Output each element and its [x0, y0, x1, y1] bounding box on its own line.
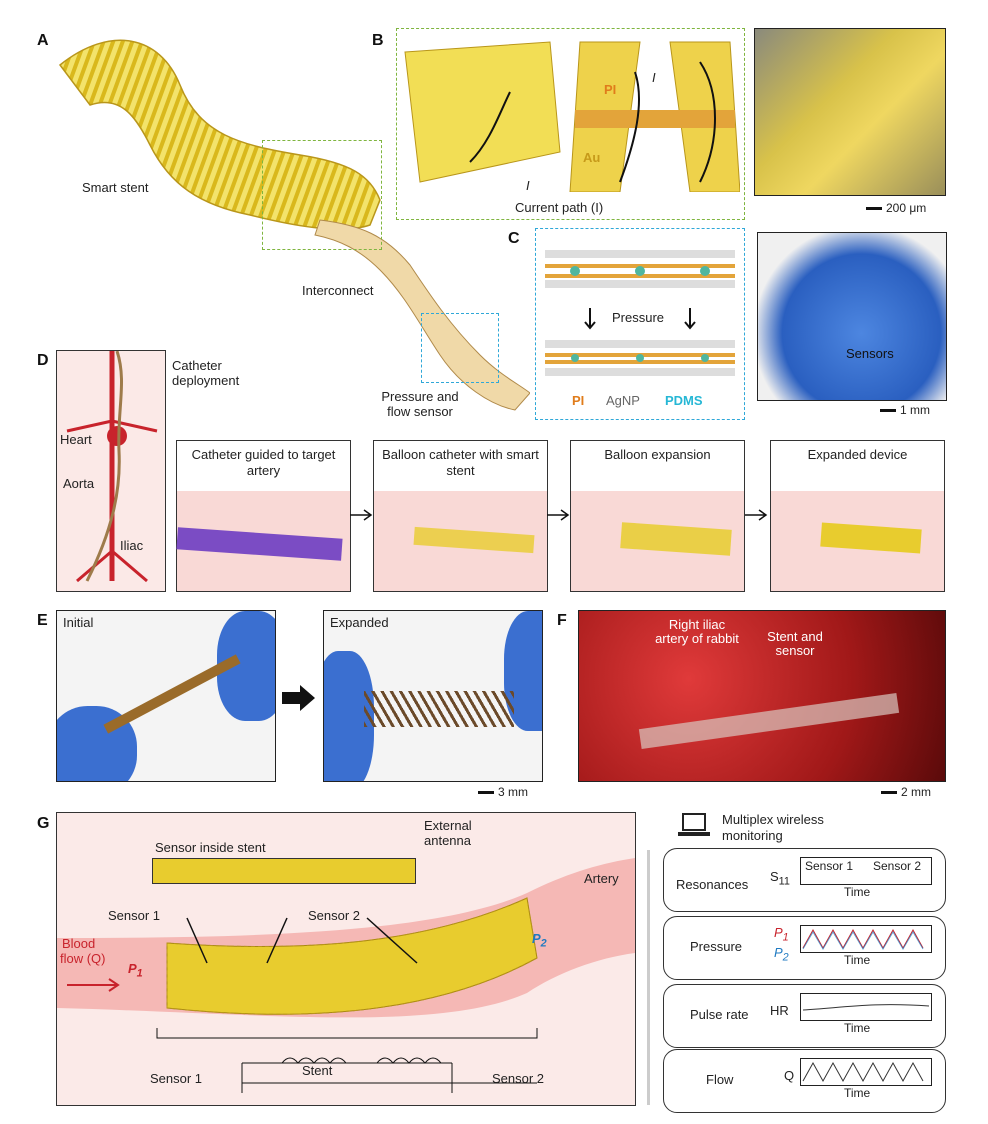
expanded-stent-photo: Expanded [323, 610, 543, 782]
sensor-1-label: Sensor 1 [108, 908, 161, 923]
panel-label-c: C [508, 230, 520, 247]
monitor-connector [647, 850, 650, 1105]
panel-label-e: E [37, 612, 48, 629]
laptop-icon [678, 813, 710, 836]
scale-bar-b: 200 μm [866, 201, 926, 215]
scale-bar-e: 3 mm [478, 785, 528, 799]
stent-sensor-label: Stent and sensor [767, 629, 823, 658]
iliac-label: Iliac [120, 538, 144, 553]
heart-label: Heart [60, 432, 92, 447]
sensor-label: Pressure and flow sensor [381, 389, 459, 419]
step-catheter-guided: Catheter guided to target artery [176, 440, 351, 592]
initial-stent-photo: Initial [56, 610, 276, 782]
panel-label-f: F [557, 612, 567, 629]
flow-monitor: Flow Q Time [663, 1049, 946, 1113]
anatomy-diagram [56, 350, 166, 592]
panel-label-a: A [37, 32, 49, 49]
panel-label-g: G [37, 815, 50, 832]
zoom-box-sensor [421, 313, 499, 383]
zoom-box-a [262, 140, 382, 250]
aorta-label: Aorta [63, 476, 95, 491]
artery-g-label: Artery [584, 871, 619, 886]
scale-bar-c: 1 mm [880, 403, 930, 417]
sensors-on-finger-photo [757, 232, 947, 401]
blood-label: Blood [62, 936, 96, 951]
smart-stent-label: Smart stent [82, 180, 149, 195]
sensor-2-label: Sensor 2 [308, 908, 361, 923]
stent-micrograph [754, 28, 946, 196]
pressure-monitor: Pressure P1 P2 Time [663, 916, 946, 980]
panel-label-d: D [37, 352, 49, 369]
zoom-box-b [396, 28, 745, 220]
smart-stent-illustration [58, 39, 530, 411]
pulse-rate-monitor: Pulse rate HR Time [663, 984, 946, 1048]
p2-label: P2 [532, 931, 547, 950]
sensor-inside-stent-label: Sensor inside stent [155, 840, 266, 855]
pi-label: PI [604, 82, 617, 97]
rabbit-artery-photo [578, 610, 946, 782]
stent-circuit-label: Stent [302, 1063, 333, 1078]
pressure-label: Pressure [612, 310, 665, 325]
pdms-legend: PDMS [665, 393, 703, 408]
step-expanded-device: Expanded device [770, 440, 945, 592]
artery-label: Right iliac artery of rabbit [655, 617, 739, 646]
flow-q-label: flow (Q) [60, 951, 106, 966]
current-i-label-2: I [526, 178, 530, 193]
step-arrows [350, 509, 768, 521]
sensor-cross-section-box [535, 228, 745, 420]
step-balloon-catheter: Balloon catheter with smart stent [373, 440, 548, 592]
current-i-label: I [652, 70, 656, 85]
scale-bar-f: 2 mm [881, 785, 931, 799]
step-balloon-expansion: Balloon expansion [570, 440, 745, 592]
sensor-inside-stent-inset [152, 858, 416, 884]
agnp-legend: AgNP [606, 393, 640, 408]
pressure-sensor-diagram [545, 250, 735, 376]
p1-label: P1 [128, 961, 143, 980]
catheter-deployment-label: Catheter deployment [172, 358, 240, 388]
au-label: Au [583, 150, 601, 165]
panel-label-b: B [372, 32, 384, 49]
sensors-label: Sensors [846, 346, 894, 361]
interconnect-label: Interconnect [302, 283, 374, 298]
wireless-monitoring-label: Multiplex wireless monitoring [722, 812, 824, 843]
current-path-illustration [404, 41, 740, 192]
circuit-sensor-1-label: Sensor 1 [150, 1071, 203, 1086]
stent-in-artery-diagram [56, 812, 636, 1106]
circuit-sensor-2-label: Sensor 2 [492, 1071, 545, 1086]
pi-legend: PI [572, 393, 585, 408]
current-path-caption: Current path (I) [515, 200, 604, 215]
right-arrow-icon [282, 685, 315, 711]
external-antenna-label: External antenna [424, 818, 472, 848]
